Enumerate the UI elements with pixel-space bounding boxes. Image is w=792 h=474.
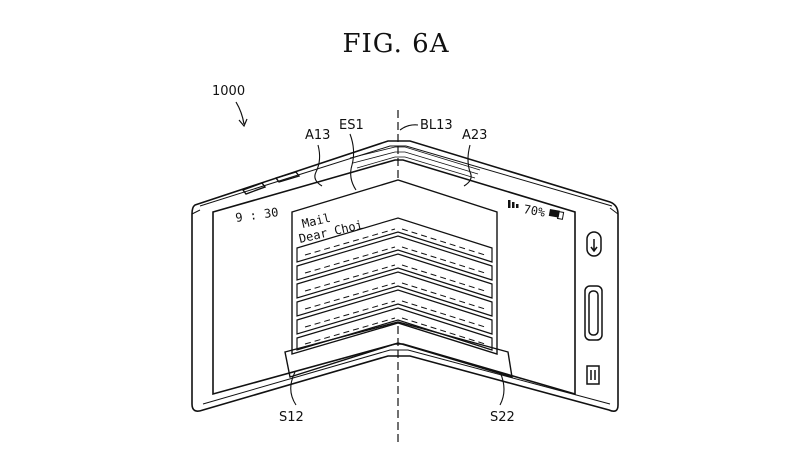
- mail-title: Mail: [301, 211, 332, 231]
- shape-right-leader: [499, 371, 505, 406]
- status-time: 9 : 30: [234, 205, 279, 225]
- shape-left-leader: [290, 371, 297, 406]
- shape-right-label: S22: [490, 410, 515, 425]
- area-left-label: A13: [305, 128, 330, 143]
- bending-line-leader: [399, 124, 419, 131]
- signal-icon: [508, 200, 519, 208]
- figure-title: FIG. 6A: [342, 29, 449, 59]
- device-label: 1000: [212, 84, 245, 99]
- bending-line-label: BL13: [420, 118, 453, 133]
- area-right-leader: [463, 144, 472, 187]
- edge-screen-label: ES1: [339, 118, 364, 133]
- battery-percent: 70%: [522, 202, 547, 220]
- mail-window[interactable]: [291, 179, 498, 355]
- home-button-icon[interactable]: [584, 285, 603, 341]
- shape-region: [284, 321, 513, 378]
- shape-left-label: S12: [279, 410, 304, 425]
- area-right-label: A23: [462, 128, 487, 143]
- back-icon[interactable]: [586, 231, 602, 257]
- arrow-head-icon: [238, 118, 248, 128]
- battery-icon: [548, 209, 565, 220]
- recent-apps-icon[interactable]: [586, 365, 600, 385]
- device-label-arrow: [235, 101, 245, 125]
- edge-screen-leader: [349, 133, 357, 191]
- side-buttons: [241, 171, 301, 195]
- area-left-leader: [314, 144, 323, 187]
